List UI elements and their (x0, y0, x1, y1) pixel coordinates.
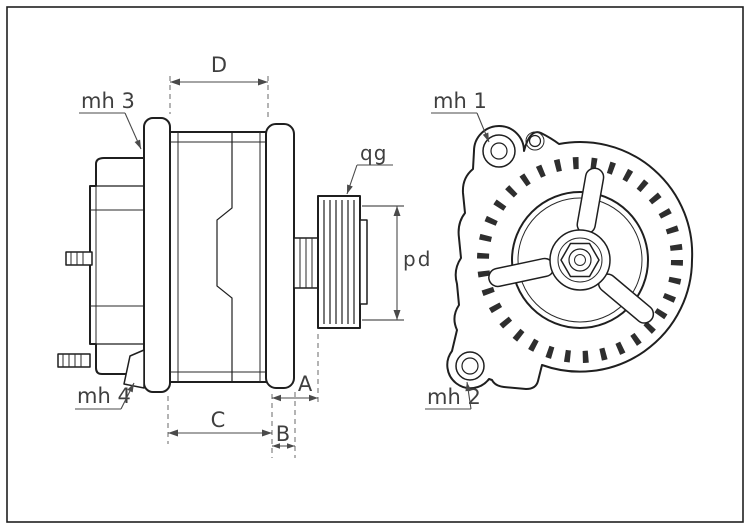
dim-label-a: A (298, 372, 313, 396)
front-mount-plate (265, 123, 295, 389)
terminal-stud-upper (65, 251, 93, 266)
dimension-A: A (272, 334, 319, 406)
callout-mh4: mh 4 (75, 382, 135, 410)
dim-label-pd: pd (403, 247, 432, 271)
alternator-side-view (57, 117, 368, 393)
mh4-label: mh 4 (77, 384, 131, 408)
mount-hole-bottom (455, 351, 485, 381)
dim-label-b: B (276, 422, 290, 446)
dimension-pd: pd (362, 205, 432, 321)
rear-housing (89, 157, 147, 375)
callout-qg: qg (346, 141, 393, 195)
dim-label-qg: qg (360, 141, 387, 165)
fan-spokes (488, 167, 655, 324)
alternator-front-view (446, 125, 694, 390)
rear-mount-plate (143, 117, 171, 393)
callout-mh2: mh 2 (425, 381, 481, 410)
mount-hole-small-top (525, 131, 545, 151)
dimension-D: D (169, 53, 269, 120)
vent-slots (477, 157, 683, 363)
mh2-label: mh 2 (427, 385, 481, 409)
mount-foot (123, 349, 145, 389)
dimension-B: B (272, 392, 296, 458)
mount-hole-top (482, 134, 516, 168)
shaft-nut (549, 229, 611, 291)
sheet-border (6, 6, 744, 523)
mh1-label: mh 1 (433, 89, 487, 113)
dimension-C: C (167, 394, 273, 458)
mh3-label: mh 3 (81, 89, 135, 113)
body-contour (216, 132, 233, 382)
terminal-stud-lower (57, 353, 91, 368)
stator-body (169, 131, 269, 383)
dim-label-d: D (211, 53, 227, 77)
callout-mh1: mh 1 (431, 89, 490, 143)
dim-label-c: C (211, 408, 226, 432)
callout-mh3: mh 3 (79, 89, 142, 150)
pulley-side (317, 195, 368, 329)
